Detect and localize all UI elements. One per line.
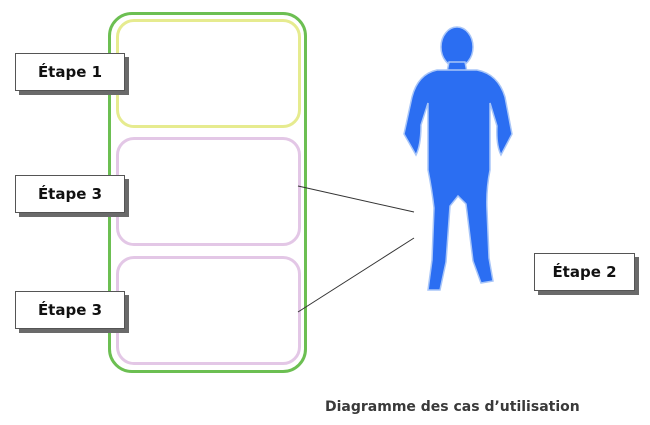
step-label-1: Étape 1 — [15, 53, 125, 91]
step-label-4: Étape 2 — [534, 253, 635, 291]
diagram-caption: Diagramme des cas d’utilisation — [325, 399, 580, 415]
step-label-2: Étape 3 — [15, 175, 125, 213]
step-label-3: Étape 3 — [15, 291, 125, 329]
connector-line-upper — [297, 185, 415, 213]
connector-line-lower — [297, 237, 415, 313]
person-silhouette-icon — [403, 26, 513, 291]
